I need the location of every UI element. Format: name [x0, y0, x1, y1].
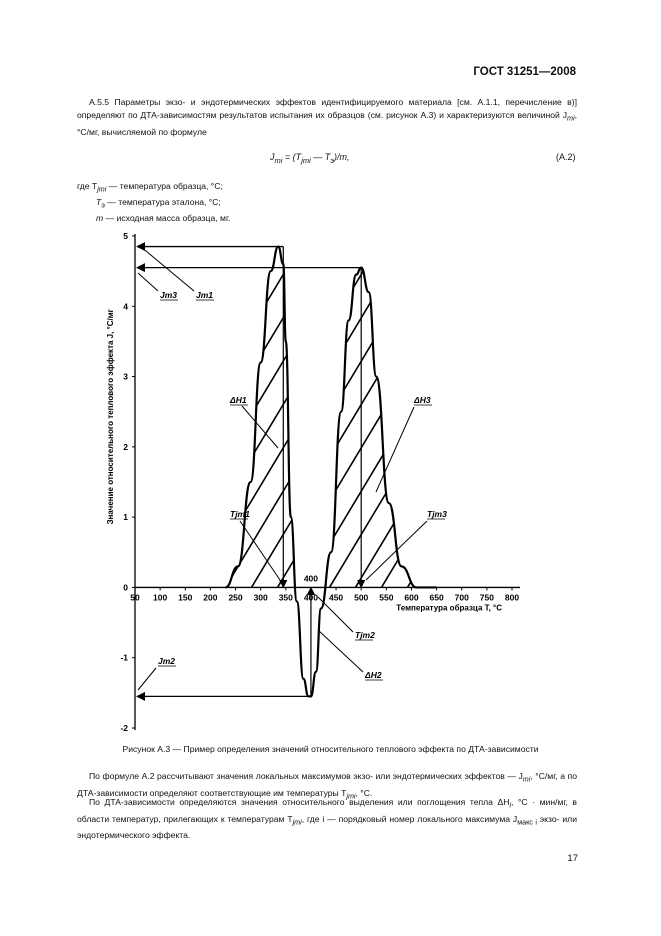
para1-text: А.5.5 Параметры экзо- и эндотермических …	[77, 97, 577, 120]
hatch-line	[0, 236, 20, 587]
y-tick-label: -1	[120, 653, 128, 663]
x-tick-label: 100	[153, 592, 167, 602]
x-tick-label: 550	[379, 592, 393, 602]
hatch-line	[641, 236, 661, 587]
label-dh1-leader	[241, 405, 279, 449]
label-dh1: ΔH1	[229, 395, 247, 405]
hatch-line	[0, 236, 98, 587]
formula-rest1: = (T	[282, 152, 302, 162]
formula-sub2: jmi	[301, 155, 311, 165]
x-tick-label: 50	[130, 592, 140, 602]
label-tjm2-leader	[317, 596, 354, 633]
y-tick-label: 1	[123, 512, 128, 522]
formula-sub3: э	[330, 155, 334, 165]
hatch-line	[589, 236, 661, 587]
hatch-line	[225, 246, 412, 588]
x-tick-label: 800	[505, 592, 519, 602]
hatch-line	[0, 236, 46, 587]
label-jm2: Jm2	[158, 656, 175, 666]
label-jm1: Jm1	[196, 290, 213, 300]
hatch-line	[302, 246, 437, 588]
label-jm1-leader	[139, 245, 195, 292]
paragraph-a55: А.5.5 Параметры экзо- и эндотермических …	[77, 96, 577, 139]
formula-rest3: )/m,	[333, 152, 350, 162]
hatch-line	[225, 246, 334, 588]
x-tick-label: 600	[404, 592, 418, 602]
x-tick-label: 300	[254, 592, 268, 602]
hatch-line	[0, 236, 150, 587]
formula: Jmi = (Tjmi — Tэ)/m,	[270, 152, 349, 165]
formula-rest2: — T	[310, 152, 331, 162]
label-tjm1: Tjm1	[230, 509, 250, 519]
hatch-line	[225, 246, 230, 588]
hatch-dh1	[0, 236, 661, 588]
paragraph-dta: По ДТА-зависимости определяются значения…	[77, 797, 577, 841]
where-line-1: где Tjmi — температура образца, °С;	[77, 181, 223, 194]
where-block: где Tjmi — температура образца, °С; Tэ —…	[77, 180, 230, 225]
standard-header: ГОСТ 31251—2008	[473, 66, 576, 78]
label-dh2-leader	[317, 629, 364, 673]
hatch-line	[459, 236, 661, 587]
hatch-line	[0, 236, 176, 587]
y-tick-label: 3	[123, 372, 128, 382]
hatch-line	[563, 236, 661, 587]
hatch-line	[225, 246, 308, 588]
hatch-line	[511, 236, 661, 587]
formula-j: J	[270, 152, 275, 162]
para1-sub: mi	[567, 114, 575, 123]
label-jm3: Jm3	[160, 290, 177, 300]
figure-caption: Рисунок А.3 — Пример определения значени…	[122, 744, 539, 754]
label-dh3-leader	[375, 406, 415, 493]
hatch-line	[537, 236, 661, 587]
y-axis-label: Значение относительного теплового эффект…	[106, 308, 115, 524]
label-tjm2: Tjm2	[355, 630, 375, 640]
paragraph-formula: По формуле А.2 рассчитывают значения лок…	[77, 771, 577, 801]
hatch-line	[615, 236, 661, 587]
x-tick-label: 450	[329, 592, 343, 602]
x-tick-label: 150	[178, 592, 192, 602]
x-axis-label: Температура образца T, °С	[396, 603, 502, 612]
x-tick-label: 250	[228, 592, 242, 602]
label-tjm3: Tjm3	[427, 509, 447, 519]
formula-number: (А.2)	[556, 152, 576, 162]
hatch-line	[225, 246, 360, 588]
hatch-line	[0, 236, 72, 587]
label-tjm3-leader	[365, 520, 428, 581]
dta-curve	[225, 245, 437, 698]
formula-sub1: mi	[274, 155, 283, 165]
where-line-2: Tэ — температура эталона, °С;	[96, 197, 221, 210]
hatch-line	[225, 246, 256, 588]
x-tick-label: 650	[430, 592, 444, 602]
y-tick-label: 0	[123, 582, 128, 592]
x-tick-label: 700	[455, 592, 469, 602]
peak-label-400: 400	[304, 573, 318, 583]
where-line-3: m — исходная масса образца, мг.	[96, 213, 231, 224]
x-tick-label: 500	[354, 592, 368, 602]
x-tick-label: 350	[279, 592, 293, 602]
y-tick-label: 5	[123, 231, 128, 241]
hatch-line	[432, 246, 437, 588]
hatch-line	[354, 246, 437, 588]
label-jm3-leader	[137, 272, 159, 292]
hatch-line	[276, 246, 437, 588]
label-dh3: ΔH3	[413, 395, 431, 405]
hatch-line	[485, 236, 661, 587]
x-tick-label: 750	[480, 592, 494, 602]
y-tick-label: 2	[123, 442, 128, 452]
hatch-line	[0, 236, 202, 587]
x-tick-label: 200	[203, 592, 217, 602]
para1-tail: , °С/мг, вычисляемой по формуле	[77, 110, 577, 137]
page-number: 17	[567, 853, 578, 864]
label-jm2-leader	[137, 667, 157, 691]
y-tick-label: -2	[120, 723, 128, 733]
label-dh2: ΔH2	[364, 670, 382, 680]
label-tjm1-leader	[239, 520, 281, 581]
hatch-line	[406, 246, 437, 588]
y-tick-label: 4	[123, 301, 128, 311]
